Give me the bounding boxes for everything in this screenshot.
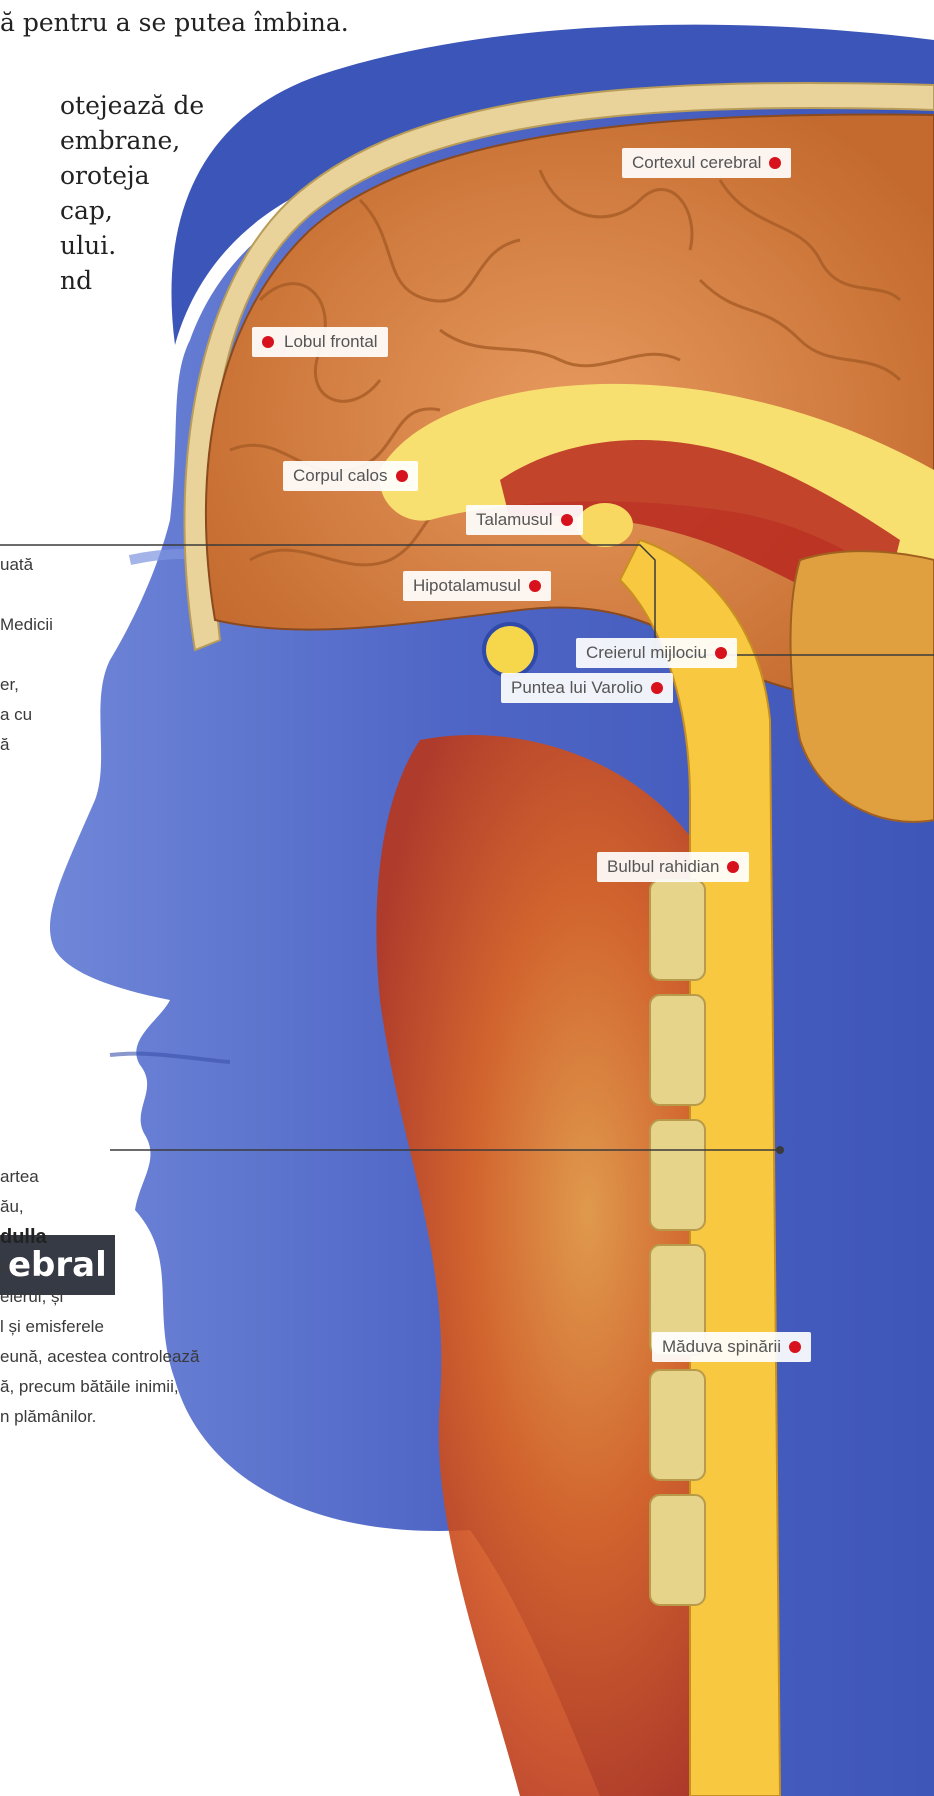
side-text-line: a cu xyxy=(0,700,53,730)
section-text-line: eună, acestea controlează xyxy=(0,1342,199,1372)
marker-dot-icon xyxy=(727,861,739,873)
label-thalamus: Talamusul xyxy=(466,505,583,535)
section-text-line-bold: dulla xyxy=(0,1222,199,1252)
section-body: artea ău, dulla e eierul, și l și emisfe… xyxy=(0,1162,199,1432)
intro-line: cap, xyxy=(60,193,204,228)
intro-line: ului. xyxy=(60,228,204,263)
side-text-line: ă xyxy=(0,730,53,760)
side-text-line xyxy=(0,640,53,670)
intro-line: nd xyxy=(60,263,204,298)
leader-end-dot xyxy=(776,1146,784,1154)
label-pons: Puntea lui Varolio xyxy=(501,673,673,703)
thalamus xyxy=(577,503,633,547)
label-text: Lobul frontal xyxy=(284,332,378,352)
side-text-line: er, xyxy=(0,670,53,700)
intro-paragraph: otejează de embrane, oroteja cap, ului. … xyxy=(0,88,144,298)
intro-line: oroteja xyxy=(60,158,204,193)
marker-dot-icon xyxy=(561,514,573,526)
label-text: Cortexul cerebral xyxy=(632,153,761,173)
label-text: Talamusul xyxy=(476,510,553,530)
marker-dot-icon xyxy=(529,580,541,592)
label-midbrain: Creierul mijlociu xyxy=(576,638,737,668)
label-medulla: Bulbul rahidian xyxy=(597,852,749,882)
label-text: Bulbul rahidian xyxy=(607,857,719,877)
label-corpus-callosum: Corpul calos xyxy=(283,461,418,491)
label-spinal-cord: Măduva spinării xyxy=(652,1332,811,1362)
section-text-line: l și emisferele xyxy=(0,1312,199,1342)
label-text: Puntea lui Varolio xyxy=(511,678,643,698)
section-text-line: e xyxy=(0,1252,199,1282)
label-text: Hipotalamusul xyxy=(413,576,521,596)
section-text-line: ă, precum bătăile inimii, xyxy=(0,1372,199,1402)
side-text-line xyxy=(0,580,53,610)
side-text-line: uată xyxy=(0,550,53,580)
section-text-line: n plămânilor. xyxy=(0,1402,199,1432)
label-text: Corpul calos xyxy=(293,466,388,486)
marker-dot-icon xyxy=(769,157,781,169)
label-text: Măduva spinării xyxy=(662,1337,781,1357)
marker-dot-icon xyxy=(789,1341,801,1353)
intro-line: embrane, xyxy=(60,123,204,158)
marker-dot-icon xyxy=(262,336,274,348)
side-text-block: uată Medicii er, a cu ă xyxy=(0,550,53,760)
label-cortex: Cortexul cerebral xyxy=(622,148,791,178)
section-text-line: eierul, și xyxy=(0,1282,199,1312)
marker-dot-icon xyxy=(651,682,663,694)
section-text-line: ău, xyxy=(0,1192,199,1222)
intro-line: ă pentru a se putea îmbina. xyxy=(0,5,349,40)
section-text-line: artea xyxy=(0,1162,199,1192)
pituitary xyxy=(484,624,536,676)
label-frontal-lobe: Lobul frontal xyxy=(252,327,388,357)
marker-dot-icon xyxy=(396,470,408,482)
marker-dot-icon xyxy=(715,647,727,659)
label-hypothalamus: Hipotalamusul xyxy=(403,571,551,601)
intro-line: otejează de xyxy=(60,88,204,123)
side-text-line: Medicii xyxy=(0,610,53,640)
label-text: Creierul mijlociu xyxy=(586,643,707,663)
